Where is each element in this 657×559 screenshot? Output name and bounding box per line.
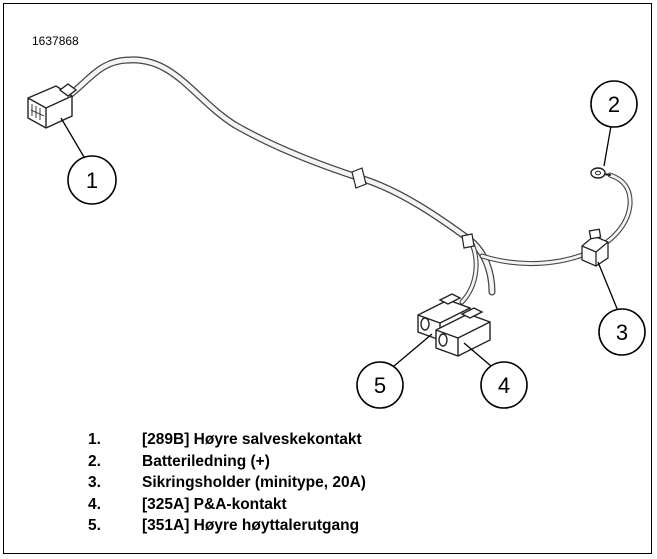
svg-text:3: 3 [616, 320, 628, 345]
legend-item-number: 5. [88, 517, 101, 535]
cable-tie-icon [351, 167, 475, 249]
legend-item-text: [289B] Høyre salveskekontakt [142, 431, 362, 448]
legend-item-number: 4. [88, 495, 101, 513]
svg-text:1: 1 [86, 168, 98, 193]
legend-item: 4. [325A] P&A-kontakt [88, 494, 366, 516]
saddlebag-connector-icon [27, 83, 78, 129]
callout-5: 5 [356, 361, 404, 409]
callout-2: 2 [590, 80, 638, 128]
legend-item-number: 1. [88, 431, 101, 448]
main-harness [62, 56, 496, 305]
parts-legend: 1. [289B] Høyre salveskekontakt 2. Batte… [88, 429, 366, 537]
callout-3: 3 [598, 308, 646, 356]
legend-item-text: Batteriledning (+) [142, 452, 270, 470]
legend-item-text: Sikringsholder (minitype, 20A) [142, 474, 366, 492]
connectors-4-5-icon [417, 293, 491, 357]
figure-id: 1637868 [32, 34, 79, 48]
svg-text:2: 2 [608, 92, 620, 117]
leader-lines [60, 117, 619, 367]
legend-item: 1. [289B] Høyre salveskekontakt [88, 429, 366, 451]
legend-item-text: [325A] P&A-kontakt [142, 495, 287, 513]
callout-1: 1 [67, 155, 117, 205]
svg-text:5: 5 [374, 373, 386, 398]
ring-terminal-icon [590, 167, 606, 179]
legend-item: 2. Batteriledning (+) [88, 451, 366, 473]
legend-item: 3. Sikringsholder (minitype, 20A) [88, 472, 366, 494]
legend-item-text: [351A] Høyre høyttalerutgang [142, 517, 360, 535]
figure-frame [3, 3, 652, 554]
svg-text:4: 4 [498, 373, 510, 398]
callout-4: 4 [480, 361, 528, 409]
legend-item: 5. [351A] Høyre høyttalerutgang [88, 515, 366, 537]
legend-item-number: 3. [88, 474, 101, 492]
legend-item-number: 2. [88, 452, 101, 470]
fuse-holder-icon [581, 228, 609, 267]
